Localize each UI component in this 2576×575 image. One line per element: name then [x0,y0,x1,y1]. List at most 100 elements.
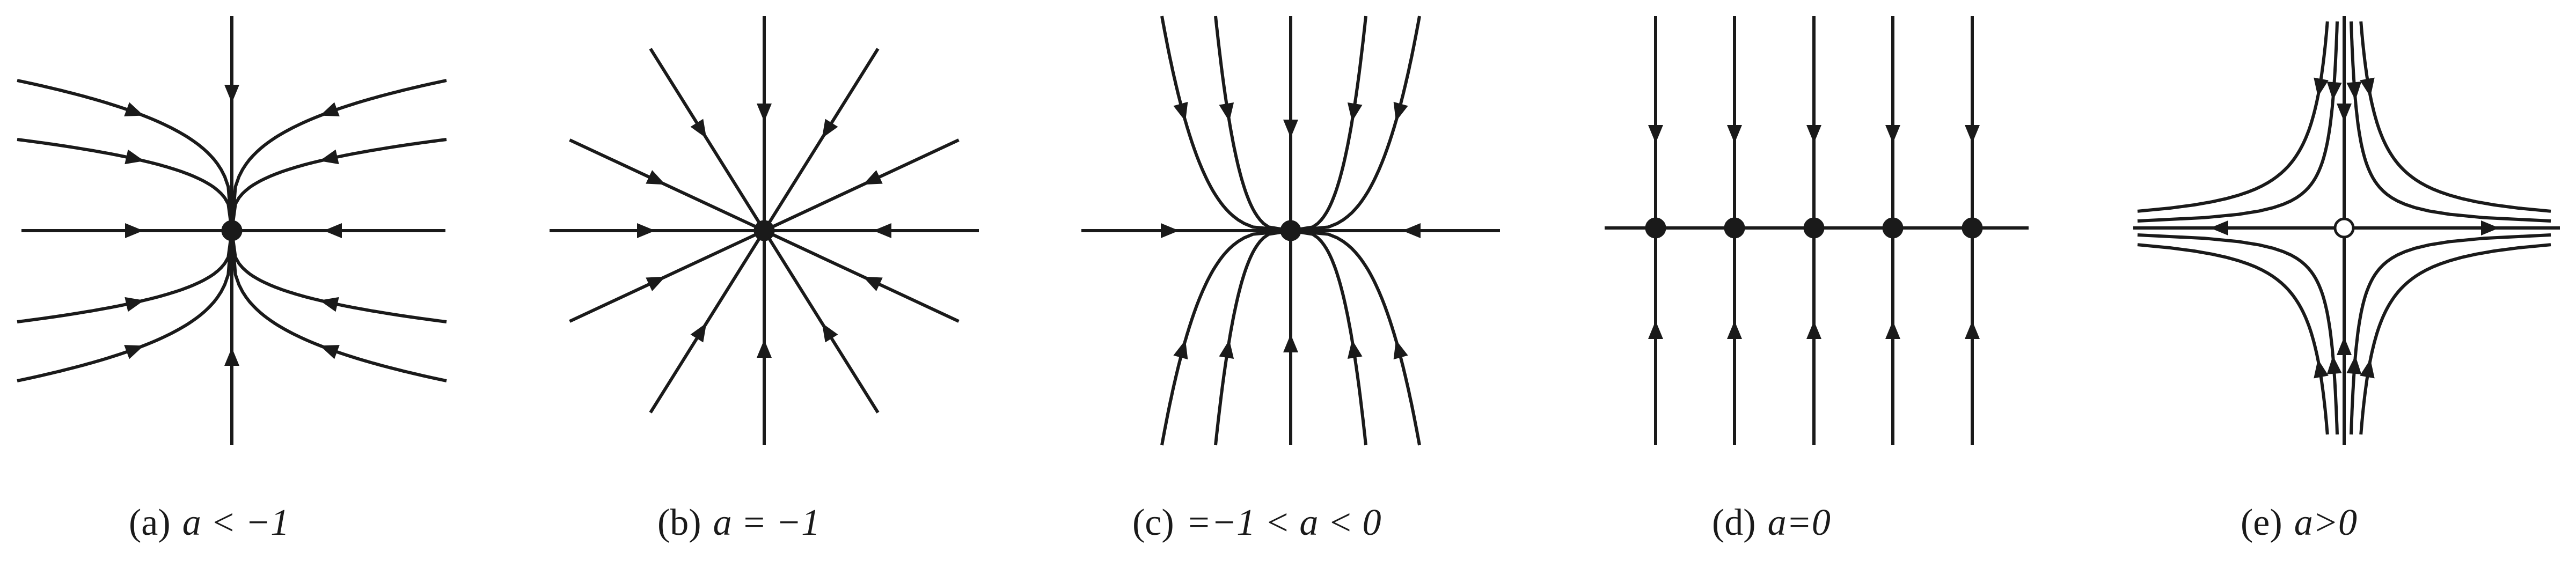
arrow-bottom-axis [224,348,239,366]
arrow-top-axis [224,85,239,103]
trajectory-arrow [1219,340,1234,359]
arrow-left-axis [125,223,143,238]
ray [763,138,960,232]
trajectory-arrow [2314,77,2329,97]
trajectory-arrow [125,149,144,165]
trajectory [2350,21,2551,223]
fixed-point [1882,217,1904,239]
ray [763,230,880,414]
trajectory [17,138,233,231]
arrow-left-axis [1161,223,1179,238]
fixed-point [2333,217,2355,239]
trajectory [17,79,233,231]
arrow-up [1885,321,1900,339]
trajectory-arrow [1393,340,1408,360]
arrow-up [1806,321,1821,339]
trajectory [2137,21,2339,223]
ray-arrow [873,223,891,238]
ray [649,230,766,414]
trajectory-arrow [1219,102,1234,122]
caption-a-label: (a) [129,502,171,543]
trajectory-arrow [2360,359,2375,379]
caption-c: (c) =−1 < a < 0 [1132,499,1381,547]
fixed-point [1724,217,1745,239]
arrow-right-axis [1402,223,1421,238]
ray-arrow [822,119,838,138]
trajectory-arrow [1173,101,1188,122]
trajectory [1214,16,1291,232]
trajectory-arrow [319,149,339,165]
fixed-point [221,220,243,241]
arrow-top-axis [1283,120,1298,138]
arrow-down [1885,125,1900,143]
trajectory-arrow [320,102,340,116]
trajectory-arrow [320,345,340,359]
trajectory-arrow [2326,355,2342,374]
trajectory [1290,229,1367,446]
ray-arrow [822,323,838,343]
caption-d-label: (d) [1712,502,1756,543]
trajectory-arrow [125,297,144,312]
trajectory [1290,16,1367,232]
phase-portrait-a [17,16,447,445]
arrow-down [1965,125,1980,143]
fixed-point [1645,217,1666,239]
caption-e-label: (e) [2241,502,2282,543]
trajectory [17,230,233,323]
trajectory-arrow [2326,82,2342,101]
trajectory-arrow [319,297,339,312]
trajectory [1214,229,1291,446]
ray-arrow [637,223,655,238]
trajectory-arrow [2346,82,2362,101]
trajectory [230,230,447,382]
phase-portrait-e [2133,16,2560,445]
caption-a-condition: a < −1 [182,502,290,543]
arrow-right-axis [324,223,342,238]
ray-arrow [862,276,883,291]
trajectory [1290,229,1421,446]
caption-e: (e)a>0 [2241,499,2357,547]
trajectory [17,230,233,382]
arrow-up [1727,321,1742,339]
phase-portrait-c [1081,16,1500,446]
fixed-point [1962,217,1983,239]
ray [649,48,766,232]
trajectory-arrow [1173,340,1188,360]
caption-c-condition: =−1 < a < 0 [1185,502,1381,543]
arrow-up [1648,321,1663,339]
trajectory [230,230,447,323]
trajectory [1290,16,1421,232]
arrow-down [1806,125,1821,143]
caption-b-label: (b) [657,502,701,543]
fixed-point [1803,217,1825,239]
ray-arrow [646,170,666,185]
caption-b-condition: a = −1 [713,502,821,543]
arrow-right-axis [2481,220,2499,235]
arrow-down [1727,125,1742,143]
trajectory [2137,233,2339,435]
trajectory [2359,243,2551,435]
ray-arrow [757,340,772,358]
ray-arrow [646,276,666,291]
ray [569,229,765,323]
trajectory [230,79,447,231]
arrow-bottom-axis [1283,334,1298,352]
trajectory-arrow [2346,355,2362,374]
trajectory [2350,233,2551,435]
trajectory-arrow [1347,340,1363,359]
caption-c-label: (c) [1132,502,1174,543]
trajectory-arrow [2314,359,2329,379]
trajectory [1160,229,1291,446]
arrow-up [1965,321,1980,339]
trajectory [1160,16,1291,232]
caption-d: (d)a=0 [1712,499,1831,547]
ray [763,48,880,232]
trajectory [2137,21,2329,213]
trajectory-arrow [124,102,144,116]
trajectory [2359,21,2551,213]
ray [763,229,960,323]
trajectory-arrow [124,345,144,359]
ray-arrow [690,323,707,343]
arrow-down [1648,125,1663,143]
